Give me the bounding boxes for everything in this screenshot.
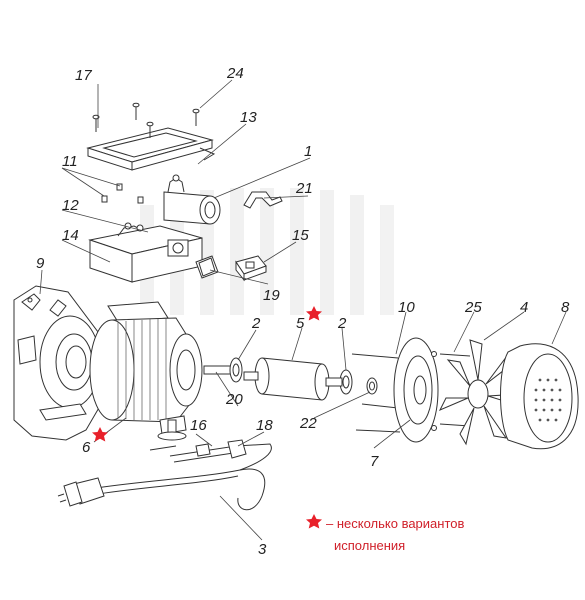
label-10: 10 bbox=[398, 299, 415, 316]
label-20: 20 bbox=[225, 391, 243, 408]
label-17: 17 bbox=[75, 67, 92, 84]
label-24: 24 bbox=[226, 65, 244, 82]
motor-leg-part bbox=[157, 419, 187, 441]
label-21: 21 bbox=[295, 180, 313, 197]
switch-part bbox=[235, 255, 267, 282]
label-13: 13 bbox=[240, 109, 257, 126]
capacitor-part bbox=[163, 174, 221, 225]
label-14: 14 bbox=[62, 227, 79, 244]
terminal-box-part bbox=[88, 222, 203, 283]
part-labels: 17 24 13 11 1 21 12 14 15 9 19 10 25 4 8… bbox=[36, 65, 570, 558]
label-16: 16 bbox=[190, 417, 207, 434]
star-icon bbox=[92, 427, 108, 442]
label-1: 1 bbox=[304, 143, 312, 160]
label-12: 12 bbox=[62, 197, 79, 214]
label-2a: 2 bbox=[251, 315, 261, 332]
capacitor-clamp bbox=[243, 191, 283, 209]
terminal-cover-part bbox=[86, 127, 216, 171]
pump-housing-part bbox=[13, 285, 105, 441]
label-19: 19 bbox=[263, 287, 280, 304]
cover-screws bbox=[92, 102, 200, 138]
legend-line-1: – несколько вариантов bbox=[326, 516, 464, 531]
label-4: 4 bbox=[520, 299, 528, 316]
label-15: 15 bbox=[292, 227, 309, 244]
label-7: 7 bbox=[370, 453, 379, 470]
label-11: 11 bbox=[62, 153, 78, 170]
shaft-bearings bbox=[203, 357, 378, 395]
label-8: 8 bbox=[561, 299, 570, 316]
star-icon bbox=[306, 514, 322, 529]
label-22: 22 bbox=[299, 415, 317, 432]
fan-cover-part bbox=[500, 343, 579, 450]
label-6: 6 bbox=[82, 439, 91, 456]
label-5: 5 bbox=[296, 315, 305, 332]
rear-flange-part bbox=[351, 337, 439, 443]
label-2b: 2 bbox=[337, 315, 347, 332]
label-9: 9 bbox=[36, 255, 45, 272]
star-icon bbox=[306, 306, 322, 321]
motor-part bbox=[89, 301, 203, 435]
power-cable-part bbox=[57, 439, 272, 511]
label-25: 25 bbox=[464, 299, 482, 316]
watermark bbox=[140, 188, 394, 315]
legend-line-2: исполнения bbox=[334, 538, 405, 553]
rotor-part bbox=[243, 357, 343, 401]
label-3: 3 bbox=[258, 541, 267, 558]
terminal-screws bbox=[101, 183, 144, 204]
leader-lines bbox=[39, 79, 567, 541]
legend: – несколько вариантов исполнения bbox=[326, 516, 464, 553]
label-18: 18 bbox=[256, 417, 273, 434]
variant-stars bbox=[92, 306, 322, 529]
